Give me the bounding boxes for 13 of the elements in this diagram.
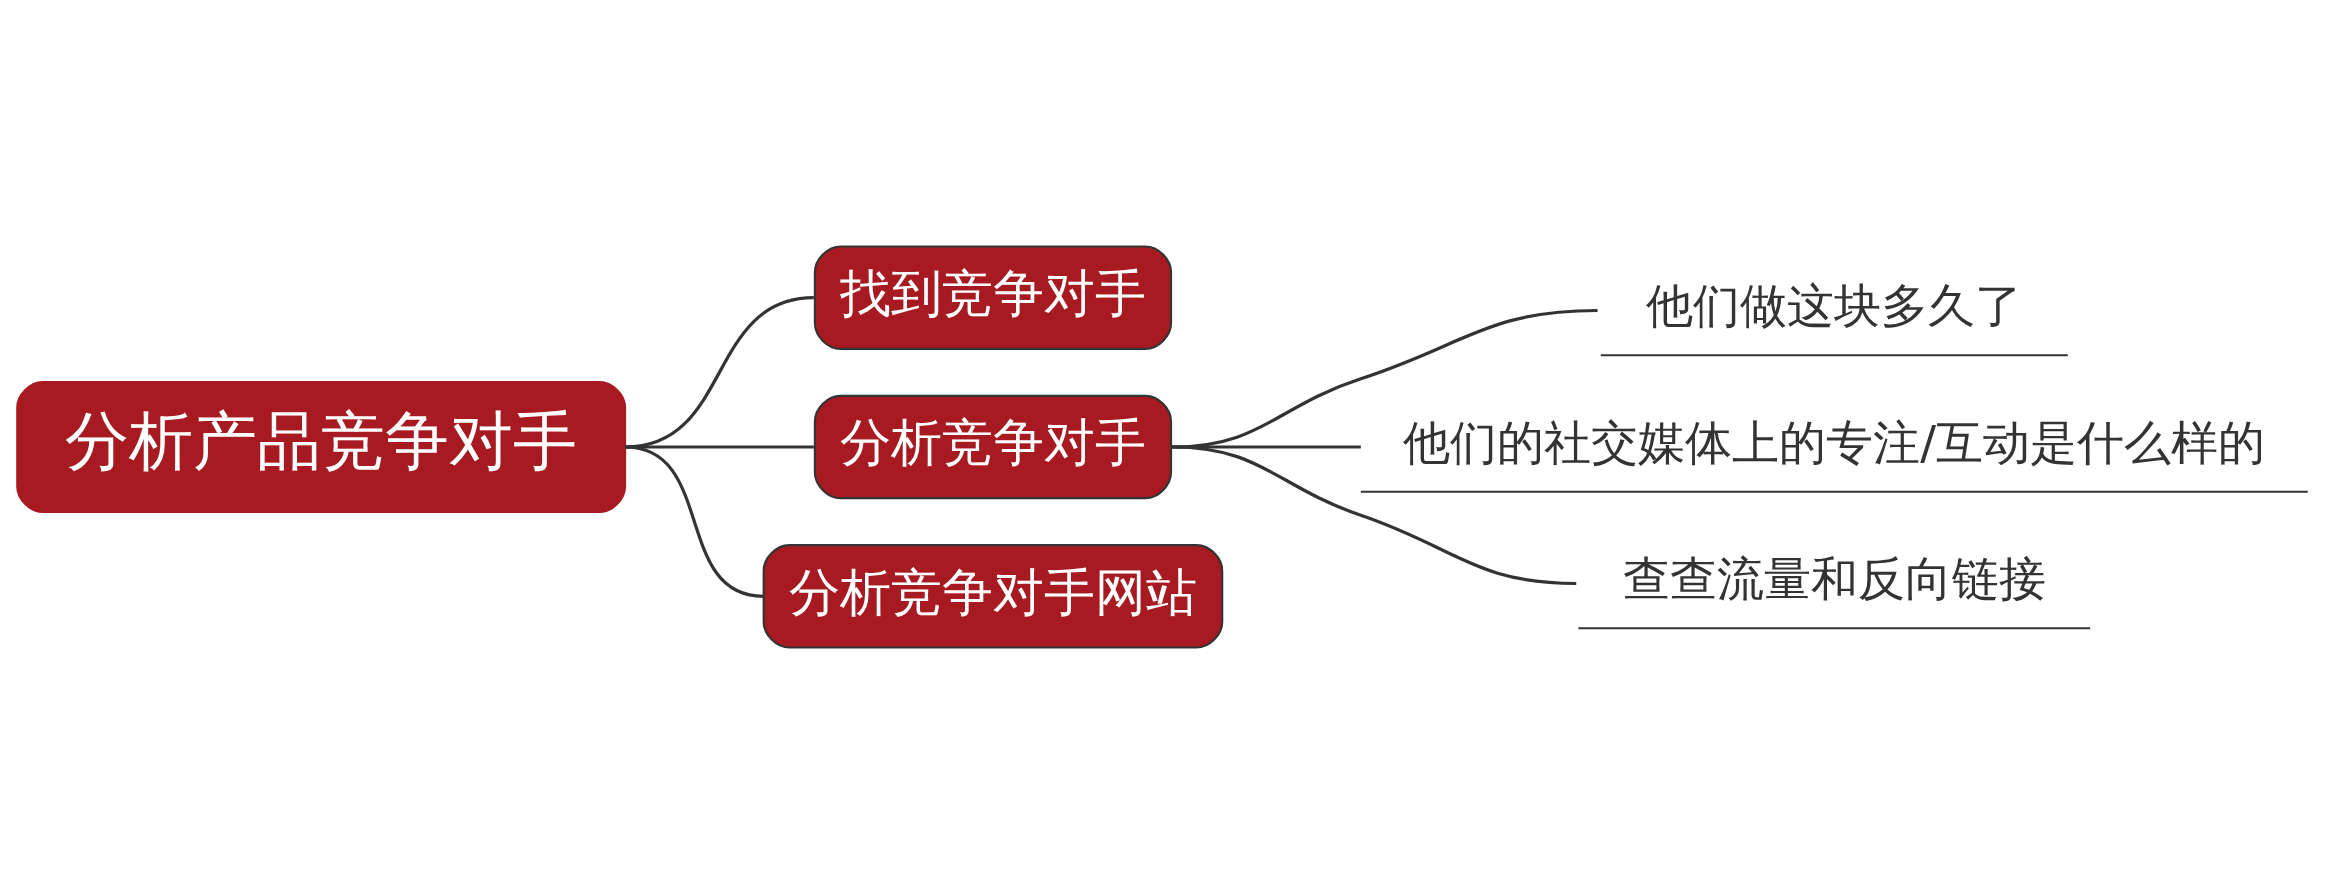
node-box: 找到竞争对手 [813,244,1173,350]
node-text: 查查流量和反向链接 [1622,550,2046,606]
node-box: 分析竞争对手 [813,394,1173,499]
connector [624,444,764,598]
node-text: 他们的社交媒体上的专注/互动是什么样的 [1403,414,2266,470]
connector [624,295,814,449]
node-box: 分析产品竞争对手 [16,380,627,513]
connector [1172,444,1361,449]
node-box: 分析竞争对手网站 [762,543,1224,649]
connector [625,444,814,449]
connector [1172,308,1598,449]
node-text: 他们做这块多久了 [1646,277,2023,333]
connector [1172,444,1577,585]
